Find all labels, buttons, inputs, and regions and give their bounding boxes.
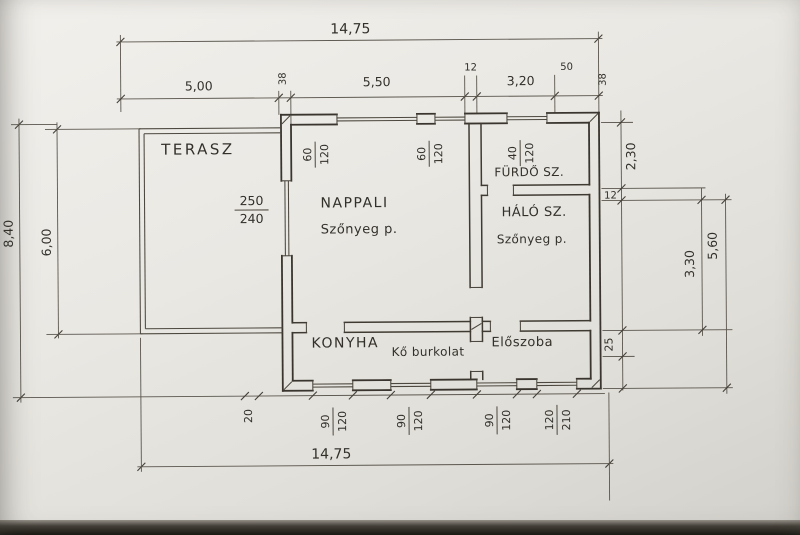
outer-walls [280,111,602,392]
svg-text:120: 120 [412,410,425,431]
dim-left-total: 8,40 [1,220,16,248]
room-floor-nappali: Szőnyeg p. [321,222,398,238]
dim-eloszoba-25: 25 [602,337,615,351]
room-floor-konyha: Kő burkolat [392,345,465,360]
dim-terasz-width: 5,00 [185,78,213,93]
svg-text:120: 120 [500,410,513,431]
terrace-outline [138,127,283,335]
window-dim-40-120: 40 120 [506,140,536,167]
svg-text:60: 60 [415,147,428,161]
terasz-door-dim: 250 240 [234,193,269,226]
svg-text:250: 250 [240,193,264,208]
dim-overall-top: 14,75 [330,21,370,37]
dim-partition-12: 12 [464,62,477,73]
svg-text:120: 120 [336,411,349,432]
opening-dimension-labels: 250 240 60 120 60 120 40 120 90 120 90 [234,140,573,436]
svg-text:120: 120 [432,143,445,164]
window-dim-90-120-a: 90 120 [319,407,349,436]
dim-wall-38-left: 38 [278,72,289,85]
dim-halo-depth: 3,30 [682,250,697,278]
window-dim-60-120-b: 60 120 [415,140,445,167]
svg-text:90: 90 [395,414,408,428]
svg-text:90: 90 [483,413,496,427]
room-floor-halo: Szőnyeg p. [497,232,567,246]
dimension-lines [10,31,733,501]
window-dim-90-120-c: 90 120 [483,406,513,435]
window-dim-90-120-b: 90 120 [395,406,425,435]
dim-halo-width: 3,20 [507,73,535,88]
svg-text:40: 40 [506,146,519,160]
door-dim-120-210: 120 210 [543,404,573,435]
room-label-terasz: TERASZ [160,140,235,159]
svg-text:60: 60 [301,148,314,162]
svg-text:240: 240 [240,211,264,226]
svg-text:90: 90 [319,414,332,428]
room-label-nappali: NAPPALI [320,195,388,211]
window-dim-60-120-a: 60 120 [301,141,331,168]
dim-partition-right-12: 12 [604,190,617,201]
svg-text:120: 120 [523,143,536,164]
dim-20: 20 [242,409,255,423]
dimension-labels: 14,75 5,00 5,50 3,20 12 50 38 38 2,30 12… [1,21,720,462]
photo-table-edge [0,520,800,535]
svg-text:210: 210 [560,409,573,430]
dim-wall-38-right: 38 [598,73,609,86]
dim-nappali-width: 5,50 [363,74,391,89]
dim-furdo-depth: 2,30 [623,142,638,170]
dim-terasz-depth: 6,00 [39,228,54,256]
windows-and-doors [281,112,578,391]
room-label-halo: HÁLÓ SZ. [502,204,567,220]
dim-overall-bottom: 14,75 [311,446,351,462]
room-label-furdo: FÜRDŐ SZ. [494,163,564,179]
room-label-eloszoba: Előszoba [491,335,553,350]
interior-walls [291,122,592,381]
svg-text:120: 120 [543,409,556,430]
dim-right-total: 5,60 [705,232,720,260]
svg-text:120: 120 [318,144,331,165]
room-labels: TERASZ NAPPALI Szőnyeg p. FÜRDŐ SZ. HÁLÓ… [160,140,567,360]
dim-corner-50: 50 [560,62,573,73]
room-label-konyha: KONYHA [311,335,379,351]
